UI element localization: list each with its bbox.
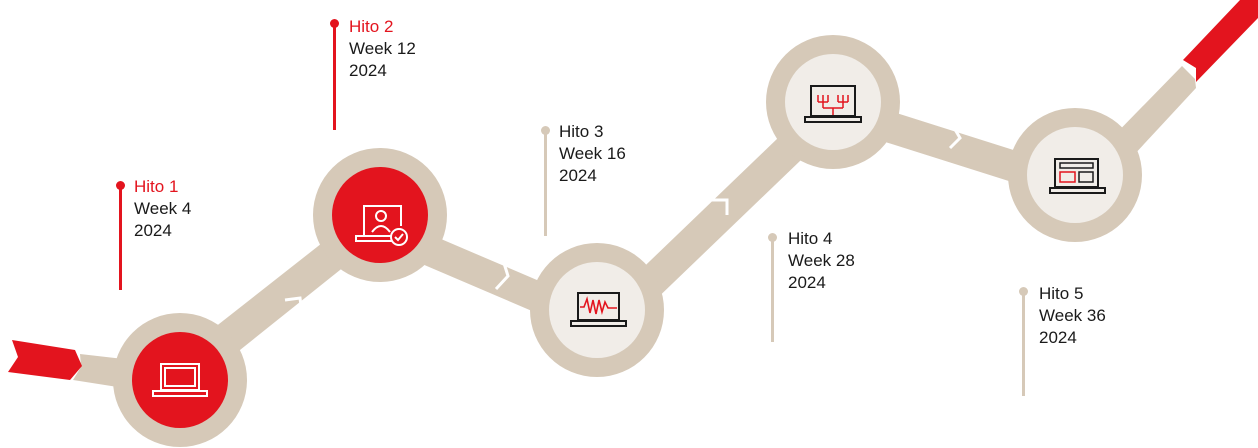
milestone-pin-2 <box>330 19 339 130</box>
milestone-node-4[interactable] <box>766 35 900 169</box>
milestone-title: Hito 2 <box>349 17 394 36</box>
pin-dot <box>1019 287 1028 296</box>
milestone-week: Week 36 <box>1039 306 1106 325</box>
milestone-node-5[interactable] <box>1008 108 1142 242</box>
milestone-week: Week 4 <box>134 199 192 218</box>
milestone-title: Hito 1 <box>134 177 179 196</box>
chevron-markers <box>284 125 962 314</box>
dashboard-laptop-icon <box>1049 158 1106 194</box>
user-check-laptop-icon <box>355 205 408 246</box>
milestone-year: 2024 <box>349 61 387 80</box>
milestone-label-3: Hito 3 Week 16 2024 <box>559 121 626 187</box>
milestone-title: Hito 5 <box>1039 284 1084 303</box>
hierarchy-laptop-icon <box>804 85 862 123</box>
milestone-label-1: Hito 1 Week 4 2024 <box>134 176 191 242</box>
milestone-title: Hito 3 <box>559 122 604 141</box>
milestone-week: Week 12 <box>349 39 416 58</box>
milestone-year: 2024 <box>134 221 172 240</box>
milestone-title: Hito 4 <box>788 229 833 248</box>
milestone-pin-1 <box>116 181 125 290</box>
milestone-week: Week 16 <box>559 144 626 163</box>
pin-dot <box>541 126 550 135</box>
milestone-label-5: Hito 5 Week 36 2024 <box>1039 283 1106 349</box>
milestone-node-2[interactable] <box>313 148 447 282</box>
milestone-year: 2024 <box>1039 328 1077 347</box>
end-ribbon <box>1183 0 1258 82</box>
laptop-icon <box>152 363 208 397</box>
pin-dot <box>330 19 339 28</box>
milestone-pin-4 <box>768 233 777 342</box>
milestone-pin-5 <box>1019 287 1028 396</box>
milestone-node-3[interactable] <box>530 243 664 377</box>
milestone-label-2: Hito 2 Week 12 2024 <box>349 16 416 82</box>
milestone-label-4: Hito 4 Week 28 2024 <box>788 228 855 294</box>
milestone-year: 2024 <box>788 273 826 292</box>
milestone-week: Week 28 <box>788 251 855 270</box>
milestone-pin-3 <box>541 126 550 236</box>
waveform-laptop-icon <box>570 292 627 327</box>
pin-dot <box>768 233 777 242</box>
start-ribbon <box>8 340 82 380</box>
milestone-node-1[interactable] <box>113 313 247 447</box>
pin-dot <box>116 181 125 190</box>
milestone-year: 2024 <box>559 166 597 185</box>
